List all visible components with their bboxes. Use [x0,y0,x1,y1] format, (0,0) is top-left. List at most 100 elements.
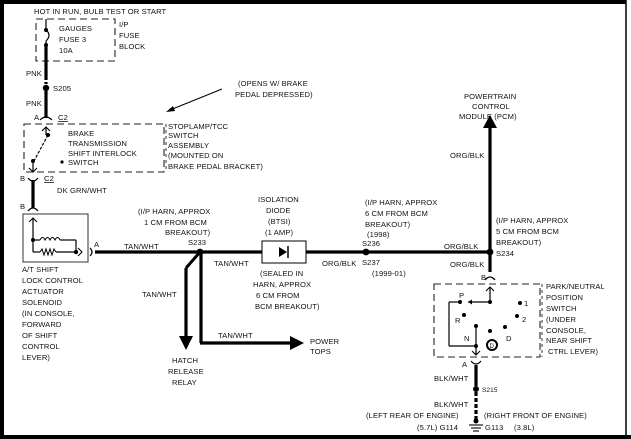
diode-title-1: ISOLATION [258,195,299,204]
power-source-label: HOT IN RUN, BULB TEST OR START [34,7,167,16]
ground-right-note: (RIGHT FRONT OF ENGINE) [484,411,587,420]
switch-icon [28,126,51,173]
diode-note-2: HARN, APPROX [253,280,311,289]
diode-note-4: BCM BREAKOUT) [255,302,320,311]
brake-switch-outer-5: BRAKE PEDAL BRACKET) [168,162,263,171]
wire-label-org-blk-2: ORG/BLK [444,242,478,251]
pnp-connector-b-icon [484,276,496,281]
pcm-label-3: MODULE (PCM) [459,112,517,121]
solenoid-connector-b-icon [27,207,39,212]
diode-note-3: 6 CM FROM [256,291,300,300]
ground-right-engine: (3.8L) [514,423,535,432]
hatch-arrow-icon [179,336,193,350]
s233-note-1: (I/P HARN, APPROX [138,207,210,216]
splice-label-s215: S215 [482,387,498,394]
s234-note-3: BREAKOUT) [496,238,542,247]
pnp-pin-a: A [462,360,468,369]
splice-s205 [42,84,50,92]
fuse-icon [44,19,50,47]
ground-icon [469,418,483,432]
pnp-label-7: CTRL LEVER) [548,347,599,356]
pnp-connector-a-icon [470,360,482,365]
switch-bullet [60,160,64,164]
connector-pin-b: B [20,174,25,183]
brake-note-2: PEDAL DEPRESSED) [235,90,313,99]
wire-tan-wht-hatch-diag [184,251,202,269]
power-tops-label-2: TOPS [310,347,331,356]
pnp-label-1: PARK/NEUTRAL [546,282,605,291]
brake-switch-outer-4: (MOUNTED ON [168,151,224,160]
s236-note-4: (1998) [367,230,390,239]
splice-label-s237: S237 [362,258,380,267]
s233-note-3: BREAKOUT) [165,228,211,237]
fuse-block-outline [35,18,116,62]
diode-title-4: (1 AMP) [265,228,293,237]
pnp-label-4: (UNDER [546,315,577,324]
s236-note-3: BREAKOUT) [365,220,411,229]
diode-title-2: DIODE [266,206,291,215]
connector-pin-b2: B [20,202,25,211]
pnp-pos-p: P [459,291,464,300]
pnp-pos-1: 1 [524,299,528,308]
pcm-arrow-icon [483,115,497,128]
fuse-block-label-2: FUSE [119,31,140,40]
wire-label-tan-wht-4: TAN/WHT [218,331,253,340]
fuse-block-label-3: BLOCK [119,42,145,51]
solenoid-label-9: LEVER) [22,353,50,362]
s236-note-1: (I/P HARN, APPROX [365,198,437,207]
solenoid-label-1: A/T SHIFT [22,265,59,274]
solenoid-label-5: (IN CONSOLE, [22,309,75,318]
brake-switch-outer-3: ASSEMBLY [168,141,209,150]
brake-switch-inner-4: SWITCH [68,158,99,167]
fuse-rating: 10A [59,46,74,55]
pnp-pos-r: R [455,316,461,325]
wire-label-org-blk-4: ORG/BLK [450,260,484,269]
s236-note-2: 6 CM FROM BCM [365,209,428,218]
fuse-block-label-1: I/P [119,20,129,29]
ground-left-id: (5.7L) G114 [417,423,458,432]
wire-label-dk-grn-wht: DK GRN/WHT [57,186,107,195]
pnp-pos-d: D [506,334,512,343]
diode-note-1: (SEALED IN [260,269,303,278]
solenoid-label-6: FORWARD [22,320,62,329]
wire-label-pnk-1: PNK [26,69,42,78]
splice-label-s236: S236 [362,239,380,248]
s237-note: (1999-01) [372,269,406,278]
fuse-name: GAUGES [59,24,92,33]
connector-c2-a-icon [39,116,53,121]
solenoid-coil-icon [28,217,83,257]
brake-switch-inner-1: BRAKE [68,129,94,138]
pnp-pos-n: N [464,334,470,343]
pcm-label-1: POWERTRAIN [464,92,516,101]
brake-switch-inner-3: SHIFT INTERLOCK [68,149,137,158]
pnp-pin-b: B [481,273,486,282]
pcm-label-2: CONTROL [472,102,510,111]
pnp-switch-outline [433,283,541,358]
s234-note-2: 5 CM FROM BCM [496,227,559,236]
ground-right-id: G113 [485,423,503,432]
solenoid-label-8: CONTROL [22,342,60,351]
pnp-current-position: D [490,344,495,350]
pnp-pos-2: 2 [522,315,526,324]
hatch-label-3: RELAY [172,378,197,387]
pnp-switch-icon [448,286,522,356]
power-tops-label-1: POWER [310,337,340,346]
solenoid-connector-a-icon [89,247,93,257]
splice-label-s233: S233 [188,238,206,247]
s233-note-2: 1 CM FROM BCM [144,218,207,227]
pnp-label-6: NEAR SHIFT [546,336,592,345]
wire-label-tan-wht-3: TAN/WHT [142,290,177,299]
connector-c2-label-b: C2 [44,174,54,183]
wire-label-org-blk-3: ORG/BLK [450,151,484,160]
brake-switch-inner-2: TRANSMISSION [68,139,127,148]
wire-label-tan-wht-2: TAN/WHT [214,259,249,268]
fuse-number: FUSE 3 [59,35,86,44]
solenoid-label-4: SOLENOID [22,298,62,307]
diode-title-3: (BTSI) [268,217,291,226]
connector-c2-label-a: C2 [58,113,68,122]
brake-switch-outer-1: STOPLAMP/TCC [168,122,229,131]
wire-label-blk-wht-2: BLK/WHT [434,400,469,409]
